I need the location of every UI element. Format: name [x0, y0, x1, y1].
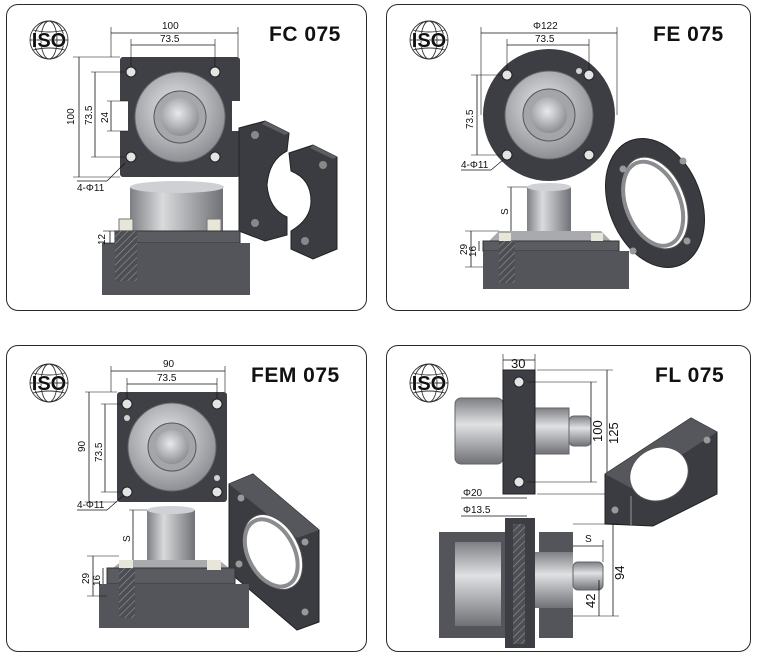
iso-logo: ISO — [29, 363, 69, 403]
iso-logo: ISO — [409, 363, 449, 403]
dim-stroke: S — [500, 208, 511, 215]
bolt-hole — [125, 66, 137, 78]
iso-logo: ISO — [29, 20, 69, 60]
iso-logo: ISO — [409, 20, 449, 60]
panel-title: FL 075 — [655, 364, 725, 387]
dim-h125: 125 — [606, 422, 621, 444]
dim-holes: 4-Φ11 — [77, 500, 105, 511]
dim-bolt-h: 73.5 — [160, 34, 180, 45]
cylinder-body-section — [130, 187, 223, 231]
svg-text:ISO: ISO — [412, 373, 446, 395]
dim-holes: 4-Φ11 — [461, 160, 489, 171]
dim-slot: 24 — [100, 111, 111, 123]
clamp-half-right — [288, 144, 338, 260]
dim-bolt-h: 73.5 — [535, 34, 555, 45]
dim-thick: 30 — [511, 356, 525, 371]
dim-stroke: S — [585, 534, 592, 545]
dim-width: 90 — [163, 359, 175, 370]
panel-title: FEM 075 — [251, 364, 340, 387]
dim-h29: 29 — [81, 572, 92, 584]
svg-text:ISO: ISO — [32, 373, 66, 395]
fc075-drawing: 100 73.5 100 73.5 24 4-Φ11 12 — [66, 21, 338, 295]
dim-stroke: S — [122, 535, 133, 542]
svg-text:ISO: ISO — [32, 30, 66, 52]
panel-fc075: 100 73.5 100 73.5 24 4-Φ11 12 ISO FC — [6, 4, 367, 311]
dim-d13: Φ13.5 — [463, 505, 491, 516]
panel-title: FE 075 — [653, 23, 724, 46]
dim-bolt-v: 73.5 — [94, 442, 105, 462]
dim-width: 100 — [162, 21, 179, 32]
dim-height: 100 — [66, 108, 77, 125]
fem075-drawing: 90 73.5 90 73.5 4-Φ11 S 29 16 — [77, 359, 320, 631]
dim-h29: 29 — [459, 243, 470, 255]
dim-h42: 42 — [583, 594, 598, 608]
dim-h16: 16 — [468, 245, 479, 257]
fl075-drawing: 30 100 125 Φ20 Φ13.5 S 94 42 — [439, 354, 718, 648]
dim-holes: 4-Φ11 — [77, 183, 105, 194]
panel-fe075: Φ122 73.5 73.5 4-Φ11 S 29 16 — [386, 4, 751, 311]
dim-thick: 12 — [97, 233, 108, 245]
dim-bolt-v: 73.5 — [84, 105, 95, 125]
dim-diameter: Φ122 — [533, 21, 558, 32]
dim-h94: 94 — [612, 566, 627, 580]
svg-text:ISO: ISO — [412, 30, 446, 52]
dim-h100: 100 — [590, 420, 605, 442]
fe075-drawing: Φ122 73.5 73.5 4-Φ11 S 29 16 — [459, 21, 705, 289]
dim-h16: 16 — [92, 574, 103, 586]
panel-fem075: 90 73.5 90 73.5 4-Φ11 S 29 16 — [6, 345, 367, 652]
flange-bar — [502, 369, 536, 495]
panel-fl075: 30 100 125 Φ20 Φ13.5 S 94 42 — [386, 345, 751, 652]
cylinder-rod-section — [527, 187, 571, 233]
panel-title: FC 075 — [269, 23, 341, 46]
dim-bolt-h: 73.5 — [157, 373, 177, 384]
clamp-half-left — [238, 120, 290, 242]
dim-height: 90 — [77, 440, 88, 452]
dim-bolt-v: 73.5 — [465, 109, 476, 129]
dim-d20: Φ20 — [463, 488, 483, 499]
